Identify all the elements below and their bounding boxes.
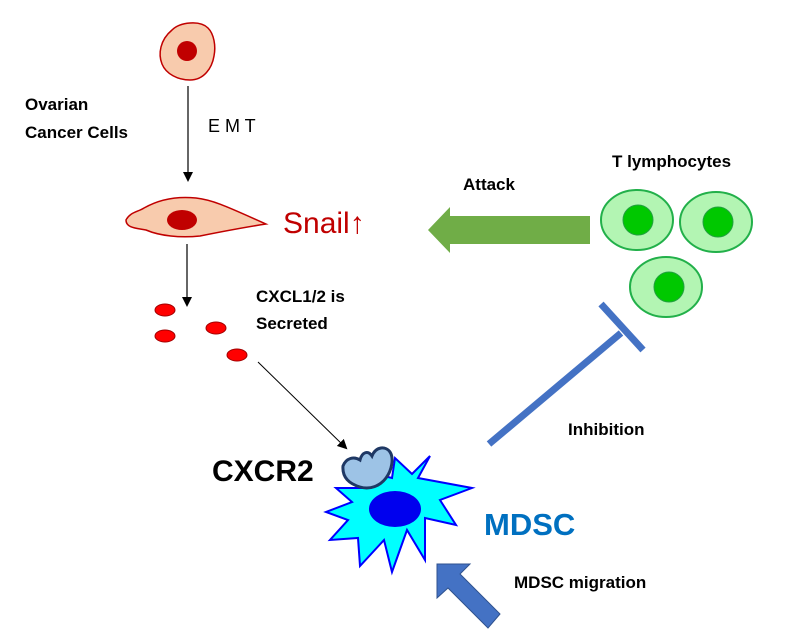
- cxcl-label-line2: Secreted: [256, 314, 328, 333]
- mesenchymal-cell-nucleus: [167, 210, 197, 230]
- inhibition-label: Inhibition: [568, 420, 644, 439]
- cxcl-chemokines: [154, 303, 248, 362]
- cxcl-dot: [205, 321, 227, 335]
- attack-arrow: [428, 207, 590, 253]
- mdsc-cell: [323, 455, 476, 576]
- round-cell-nucleus: [177, 41, 197, 61]
- cxcl-dot: [154, 303, 176, 317]
- cxcr2-receptor: [341, 446, 394, 490]
- ovarian-cancer-label-line1: Ovarian: [25, 95, 88, 114]
- mdsc-migration-arrow: [436, 563, 501, 629]
- t-lymphocyte: [679, 191, 753, 253]
- mdsc-label: MDSC: [484, 507, 575, 542]
- t-lymphocyte: [629, 256, 703, 318]
- ovarian-cancer-label-line2: Cancer Cells: [25, 123, 128, 142]
- t-lymphocyte: [600, 189, 674, 251]
- snail-label: Snail↑: [283, 207, 365, 240]
- cxcl-dot: [154, 329, 176, 343]
- ovarian-cancer-cell-mesenchymal: [125, 196, 269, 238]
- mdsc-migration-label: MDSC migration: [514, 573, 646, 592]
- cxcl-dot: [226, 348, 248, 362]
- ovarian-cancer-cell-round: [159, 22, 216, 81]
- emt-label: E M T: [208, 116, 256, 136]
- t-lymphocyte-cells: [600, 189, 753, 318]
- chemokine-to-receptor-arrow: [257, 361, 348, 450]
- cxcl-label-line1: CXCL1/2 is: [256, 287, 345, 306]
- attack-label: Attack: [463, 175, 516, 194]
- inhibition-line: [486, 301, 646, 447]
- t-lymphocytes-label: T lymphocytes: [612, 152, 731, 171]
- mdsc-cell-nucleus: [369, 491, 421, 527]
- cxcr2-label: CXCR2: [212, 455, 314, 488]
